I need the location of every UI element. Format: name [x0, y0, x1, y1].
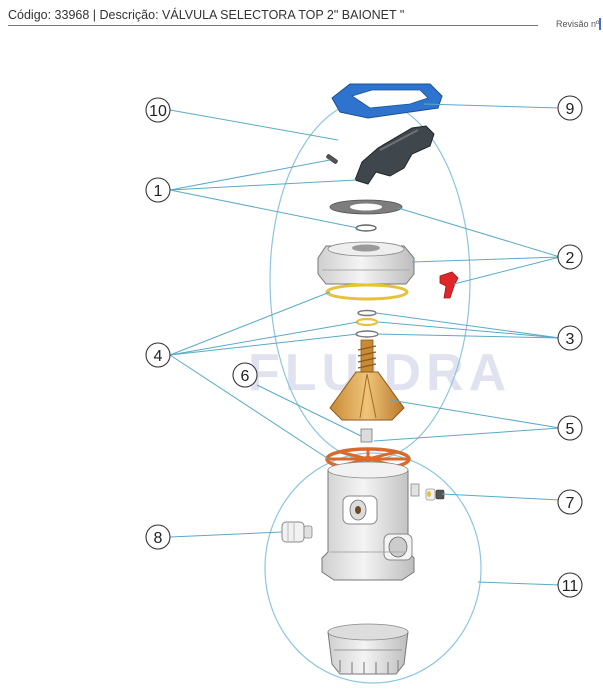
- valve-body: [321, 461, 420, 581]
- callout-2-label: 2: [566, 250, 575, 267]
- callout-6: 6: [232, 362, 258, 388]
- part-2-red-clip: [439, 271, 459, 299]
- callout-7: 7: [557, 489, 583, 515]
- callout-2: 2: [557, 244, 583, 270]
- part-9-lock-ring: [331, 83, 443, 119]
- document-header: Código: 33968 | Descrição: VÁLVULA SELEC…: [8, 8, 405, 22]
- part-2-flat-gasket: [329, 199, 403, 215]
- part-3-oring-top: [357, 309, 377, 317]
- part-7-fitting: [425, 488, 445, 501]
- callout-8-label: 8: [154, 530, 163, 547]
- part-1-washer: [355, 224, 377, 232]
- callout-8: 8: [145, 524, 171, 550]
- callout-11: 11: [557, 572, 583, 598]
- callout-7-label: 7: [566, 495, 575, 512]
- part-5-diffuser: [329, 339, 405, 421]
- part-1-pin: [326, 154, 338, 164]
- callout-9-label: 9: [566, 101, 575, 118]
- part-4-rotor-disc: [325, 447, 411, 471]
- callout-6-label: 6: [241, 368, 250, 385]
- part-8-union-nozzle: [281, 521, 313, 543]
- header-divider: [8, 25, 538, 26]
- callout-1-label: 1: [154, 183, 163, 200]
- part-3-oring-bottom: [355, 330, 379, 338]
- callout-3: 3: [557, 325, 583, 351]
- part-4-large-oring: [325, 283, 409, 301]
- callout-10-label: 10: [149, 103, 167, 120]
- callout-5-label: 5: [566, 421, 575, 438]
- callout-10: 10: [145, 97, 171, 123]
- callout-5: 5: [557, 415, 583, 441]
- revision-label: Revisão nº:: [556, 19, 602, 29]
- callout-9: 9: [557, 95, 583, 121]
- part-2-cover: [317, 241, 415, 285]
- callout-1: 1: [145, 177, 171, 203]
- leader-lines: [169, 103, 561, 586]
- part-1-handle: [354, 125, 435, 185]
- group-11-ellipse: [264, 452, 482, 684]
- callout-4-label: 4: [154, 348, 163, 365]
- part-6-shaft: [360, 428, 373, 443]
- revision-marker: [599, 18, 601, 30]
- part-11-basket: [327, 623, 409, 675]
- callout-4: 4: [145, 342, 171, 368]
- callout-3-label: 3: [566, 331, 575, 348]
- part-3-oring-yellow: [355, 317, 379, 327]
- callout-11-label: 11: [562, 578, 579, 595]
